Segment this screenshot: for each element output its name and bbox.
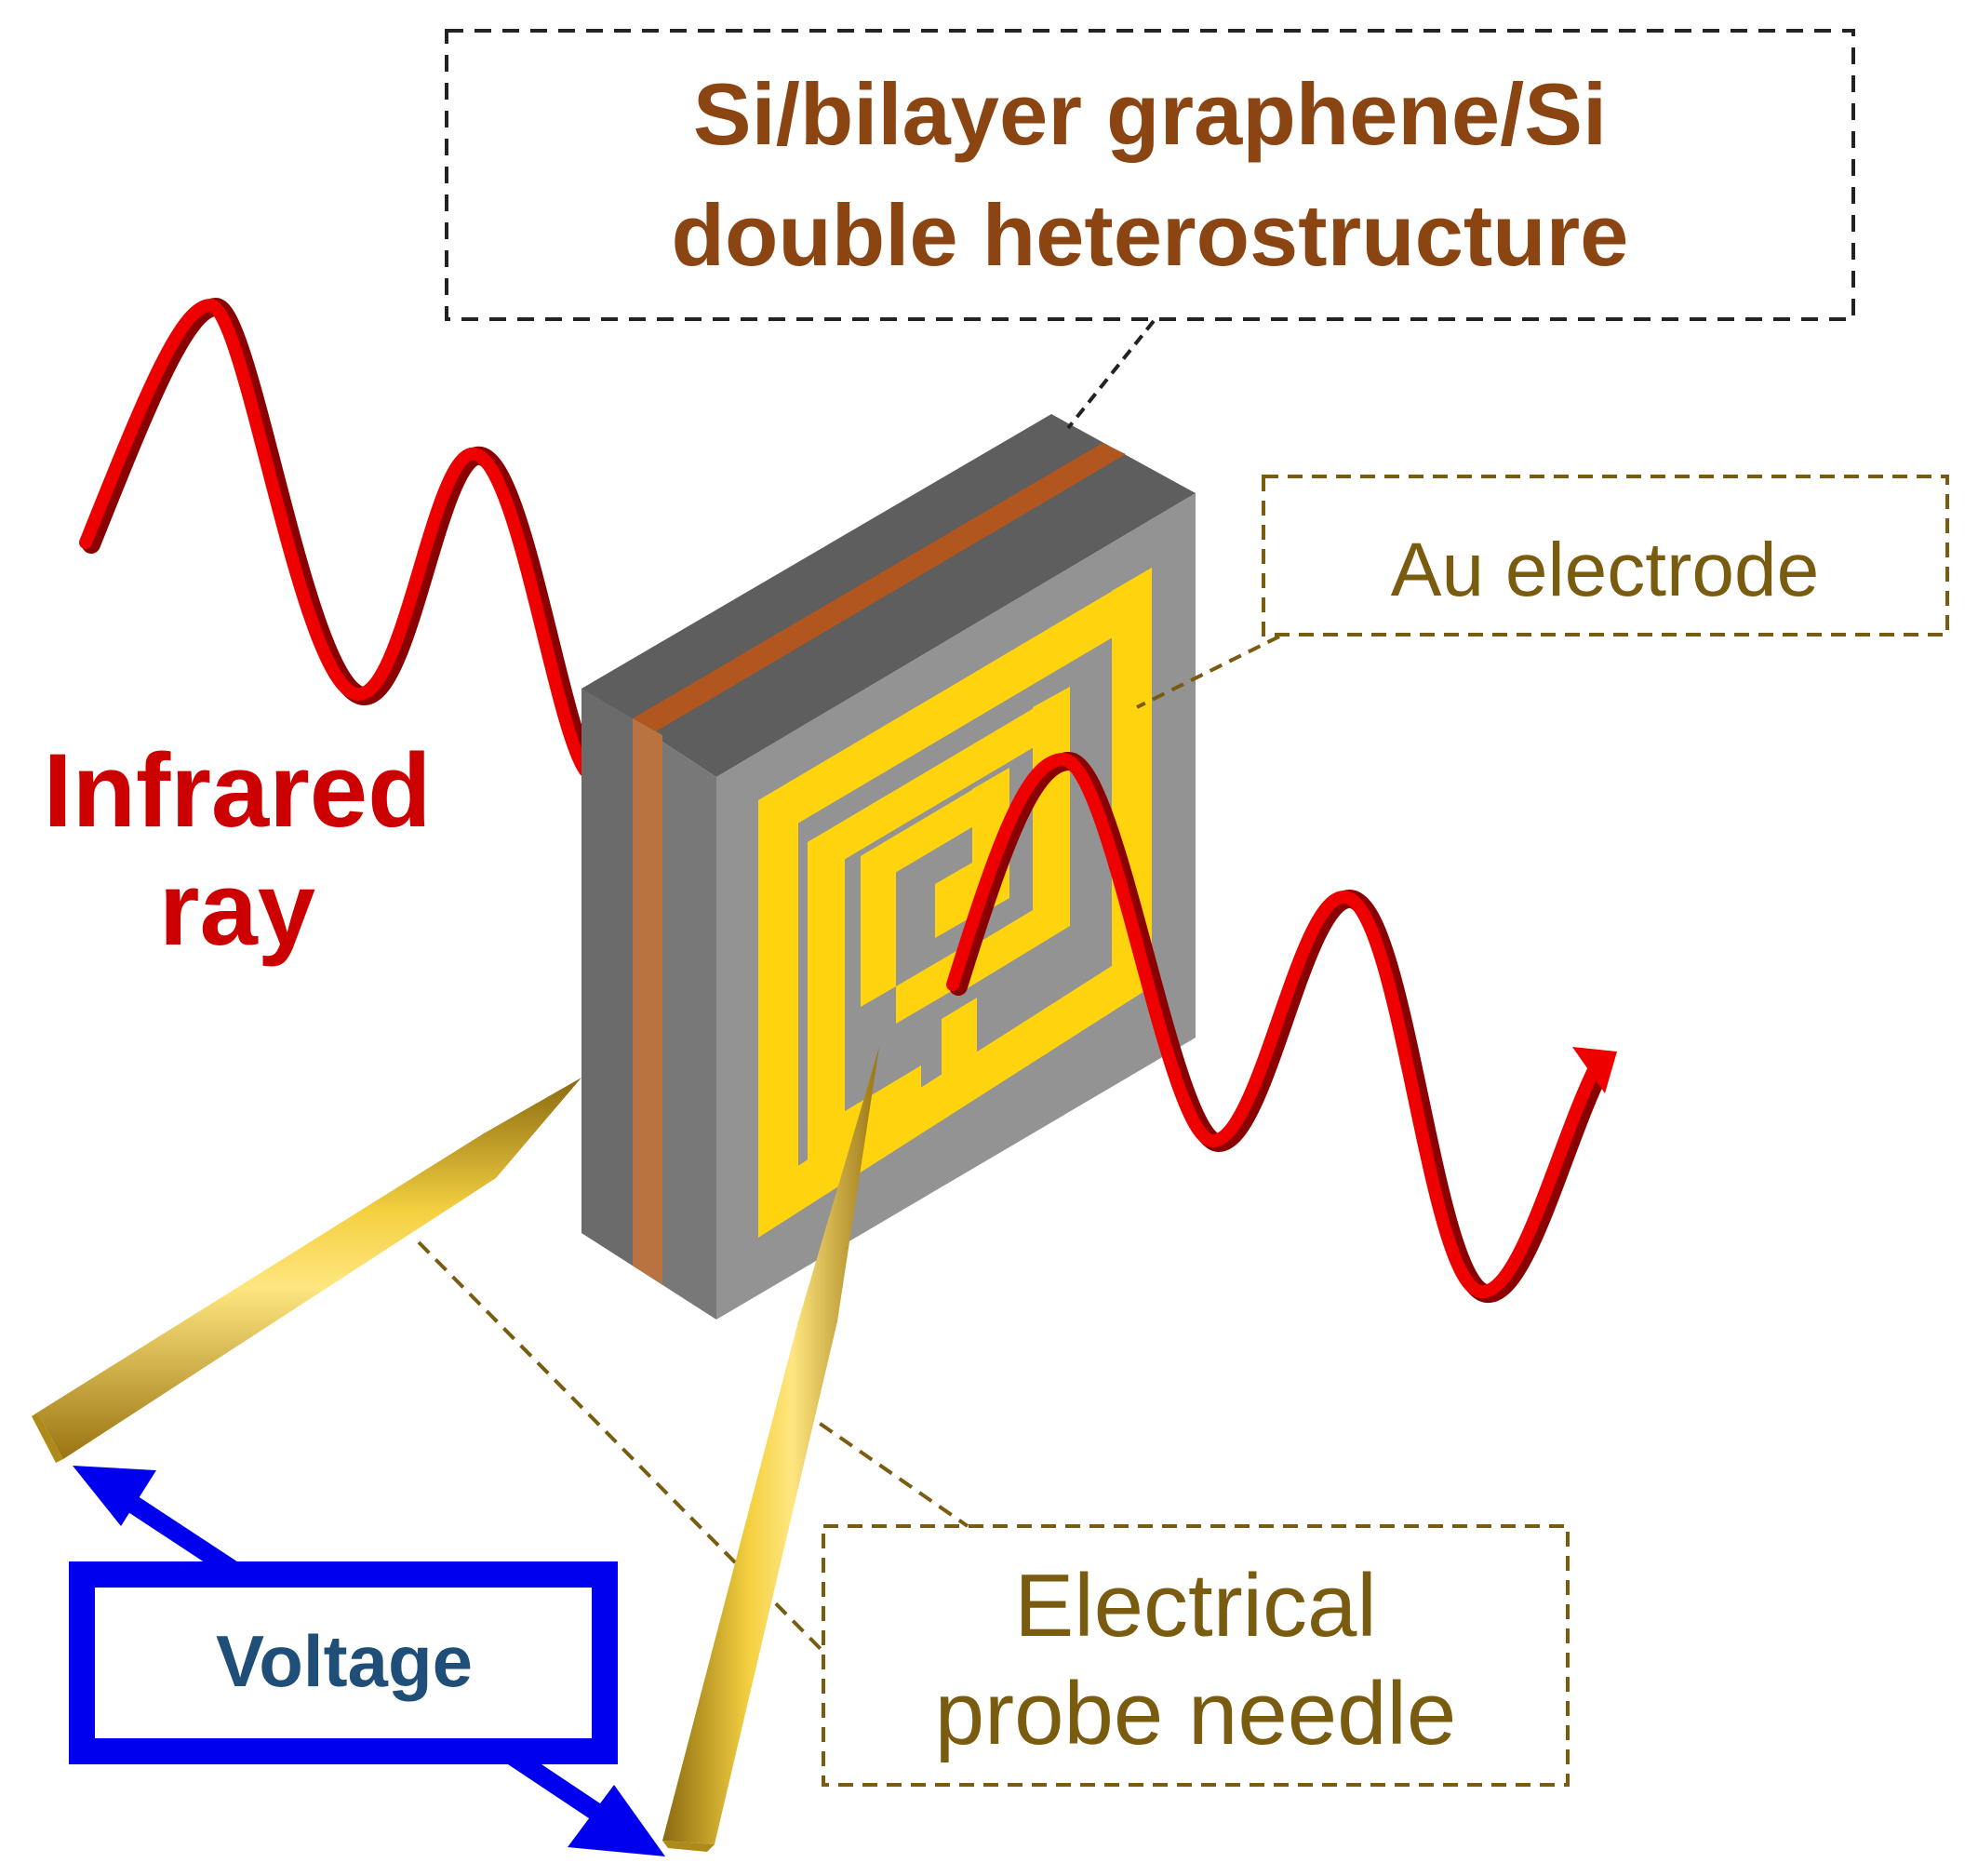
infrared-label-line-2: ray	[159, 851, 315, 967]
graphene-side-stripe	[633, 718, 662, 1284]
graphene-top-stripe	[633, 443, 1126, 731]
probe-label-line-1: Electrical	[1014, 1556, 1376, 1655]
infrared-wave-front	[946, 752, 1617, 1303]
heterostructure-device	[581, 414, 1196, 1320]
probe-callout: Electrical probe needle	[822, 1524, 1570, 1787]
infrared-label: Infrared ray	[44, 732, 432, 967]
probe-needle-left	[32, 1078, 581, 1463]
title-line-2: double heterostructure	[672, 186, 1629, 284]
probe-box	[822, 1524, 1570, 1787]
voltage-arrow-right-head	[568, 1785, 665, 1856]
infrared-wave-back	[79, 297, 600, 782]
title-line-1: Si/bilayer graphene/Si	[693, 65, 1607, 163]
probe-needle-right	[662, 1047, 879, 1852]
title-callout: Si/bilayer graphene/Si double heterostru…	[445, 29, 1855, 430]
probe-label-line-2: probe needle	[935, 1664, 1456, 1763]
electrode-label: Au electrode	[1391, 528, 1819, 612]
electrode-callout: Au electrode	[1136, 475, 1949, 709]
voltage-label: Voltage	[216, 1620, 473, 1702]
voltage-source: Voltage	[69, 1466, 665, 1856]
voltage-box	[69, 1561, 618, 1764]
device-top-face	[581, 414, 1196, 777]
probe-leaders	[417, 1240, 969, 1654]
infrared-label-line-1: Infrared	[44, 732, 432, 849]
electrode-leader	[1136, 635, 1280, 709]
title-box	[445, 29, 1855, 321]
infrared-arrow-head	[1572, 1047, 1617, 1093]
electrode-box	[1262, 475, 1949, 636]
title-leader	[1066, 319, 1156, 430]
voltage-arrow-left-head	[73, 1466, 156, 1526]
silicon-left-layer	[581, 689, 633, 1266]
